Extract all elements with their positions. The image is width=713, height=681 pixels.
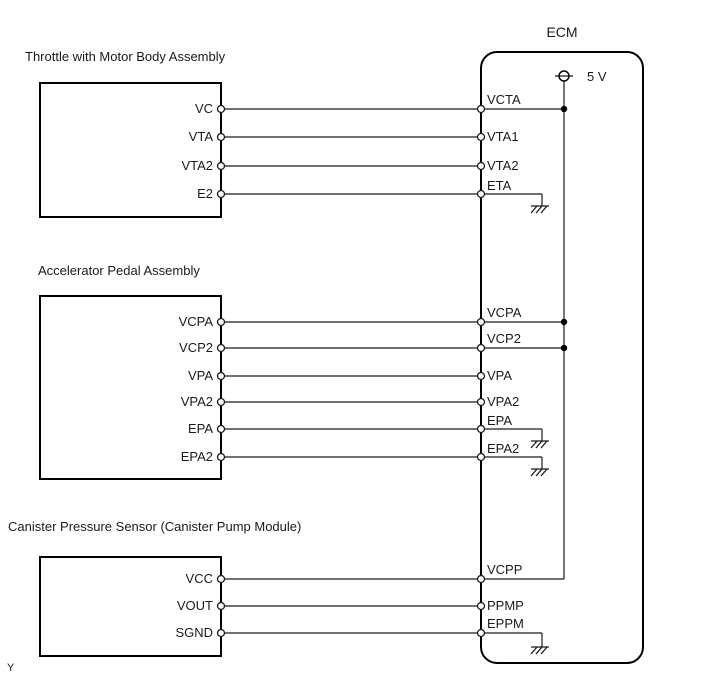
ecm-pin-label-vpa2: VPA2 xyxy=(487,394,520,409)
ground-icon-epa xyxy=(530,440,549,449)
ground-icon-epa2 xyxy=(530,468,549,477)
component-title-throttle: Throttle with Motor Body Assembly xyxy=(25,49,226,64)
pin-terminals-components xyxy=(216,104,226,638)
pin-label-vcc: VCC xyxy=(185,571,213,586)
ecm-pin-label-eta: ETA xyxy=(487,178,512,193)
footnote-label: Y xyxy=(7,662,15,674)
ground-icon-eppm xyxy=(530,646,549,655)
5v-supply-rail xyxy=(555,70,573,579)
pin-label-epa: EPA xyxy=(187,421,213,436)
accelerator-pedal-box xyxy=(39,295,222,480)
pin-terminals-ecm xyxy=(476,104,486,638)
wires-pedal xyxy=(221,321,564,469)
pin-label-sgnd: SGND xyxy=(175,625,213,640)
pin-label-e2: E2 xyxy=(197,186,213,201)
ecm-pin-label-ppmp: PPMP xyxy=(487,598,524,613)
pin-label-vcpa: VCPA xyxy=(178,314,213,329)
pin-label-vcp2: VCP2 xyxy=(179,340,213,355)
ecm-pin-label-vcpa: VCPA xyxy=(487,305,522,320)
component-title-pedal: Accelerator Pedal Assembly xyxy=(38,263,200,278)
pin-label-vpa: VPA xyxy=(187,368,213,383)
ecm-pin-label-epa2: EPA2 xyxy=(487,441,520,456)
ecm-pin-label-vcta: VCTA xyxy=(487,92,521,107)
ecm-pin-label-vta1: VTA1 xyxy=(487,129,519,144)
pin-label-vpa2: VPA2 xyxy=(180,394,213,409)
ground-icon-eta xyxy=(530,205,549,214)
5v-terminal-icon xyxy=(558,70,570,82)
ecm-pin-label-epa: EPA xyxy=(487,413,513,428)
ecm-pin-label-eppm: EPPM xyxy=(487,616,524,631)
pin-label-vta2: VTA2 xyxy=(181,158,213,173)
junction-dots xyxy=(560,105,568,352)
pin-label-vta: VTA xyxy=(188,129,213,144)
supply-voltage-label: 5 V xyxy=(587,69,607,84)
ecm-pin-label-vta2: VTA2 xyxy=(487,158,519,173)
wires-canister xyxy=(221,578,564,647)
ecm-title: ECM xyxy=(546,24,578,40)
pin-label-vout: VOUT xyxy=(176,598,213,613)
pin-label-epa2: EPA2 xyxy=(180,449,213,464)
component-title-canister: Canister Pressure Sensor (Canister Pump … xyxy=(8,519,302,534)
throttle-body-box xyxy=(39,82,222,218)
ecm-box xyxy=(480,51,644,664)
ecm-pin-label-vcp2: VCP2 xyxy=(487,331,521,346)
wires-throttle xyxy=(221,108,564,206)
ecm-pin-label-vpa: VPA xyxy=(487,368,513,383)
ecm-pin-label-vcpp: VCPP xyxy=(487,562,523,577)
pin-label-vc: VC xyxy=(194,101,213,116)
